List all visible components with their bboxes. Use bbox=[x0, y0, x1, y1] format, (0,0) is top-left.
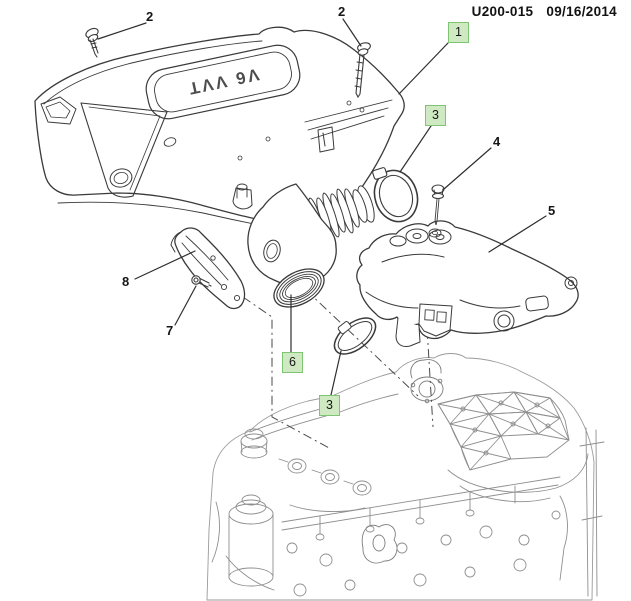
callout-2-left: 2 bbox=[146, 9, 154, 24]
callout-6[interactable]: 6 bbox=[282, 352, 303, 373]
engine-assembly bbox=[206, 353, 605, 601]
callout-5: 5 bbox=[548, 203, 556, 218]
figure-doc-id: U200-015 bbox=[471, 4, 534, 19]
leader-lines bbox=[97, 18, 547, 396]
engine-cover-part: V6 VVT bbox=[34, 26, 405, 233]
callout-2-right: 2 bbox=[338, 4, 346, 19]
cover-screw-right bbox=[354, 42, 371, 99]
figure-header: U200-015 09/16/2014 bbox=[463, 4, 617, 19]
callout-3-lower[interactable]: 3 bbox=[319, 395, 340, 416]
engine-cover-badge: V6 VVT bbox=[145, 44, 301, 120]
cover-screw-left bbox=[85, 27, 99, 58]
air-intake-resonator bbox=[356, 220, 579, 347]
resonator-bolt bbox=[428, 184, 445, 238]
duct-bracket bbox=[170, 227, 246, 310]
figure-date: 09/16/2014 bbox=[546, 4, 617, 19]
callout-1[interactable]: 1 bbox=[448, 22, 469, 43]
upper-hose-clamp bbox=[372, 167, 419, 223]
callout-4: 4 bbox=[493, 134, 501, 149]
callout-8: 8 bbox=[122, 274, 130, 289]
bracket-screw bbox=[191, 275, 212, 288]
air-intake-duct bbox=[247, 183, 375, 308]
callout-7: 7 bbox=[166, 323, 174, 338]
callout-3-upper[interactable]: 3 bbox=[425, 105, 446, 126]
lower-hose-clamp bbox=[333, 317, 377, 355]
